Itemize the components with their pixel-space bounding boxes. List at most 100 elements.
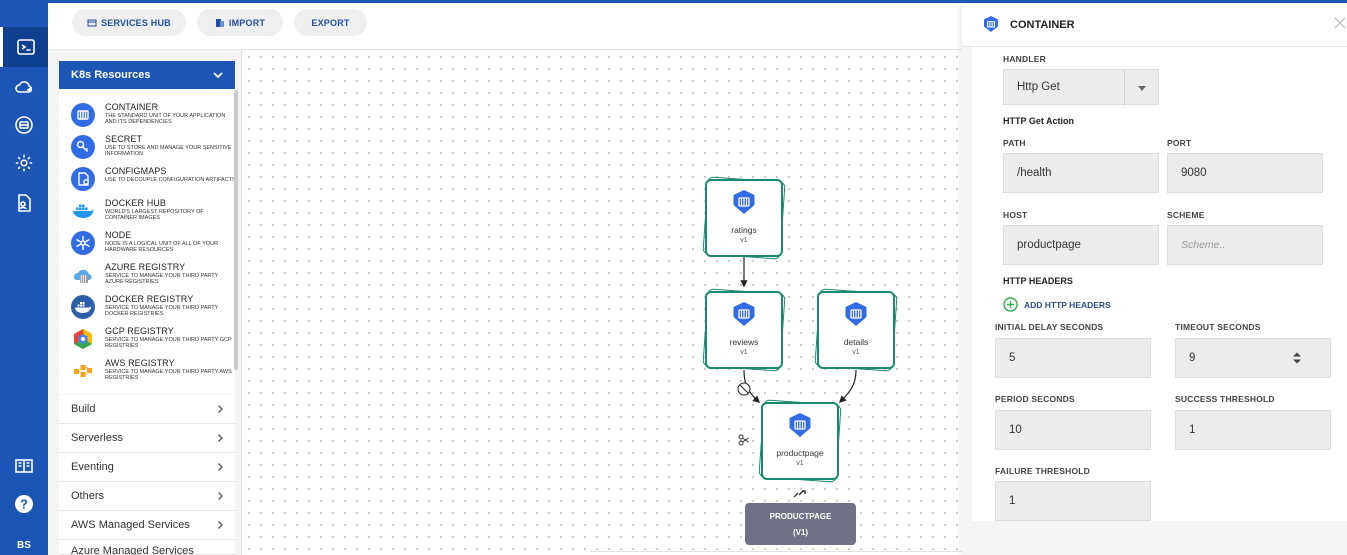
resource-item-docker-registry[interactable]: DOCKER REGISTRY SERVICE TO MANAGE YOUR T… (71, 291, 235, 323)
resource-item-configmaps[interactable]: CONFIGMAPS USE TO DECOUPLE CONFIGURATION… (71, 163, 236, 195)
number-stepper-icon[interactable] (1292, 351, 1302, 365)
category-build[interactable]: Build (59, 395, 235, 424)
export-label: EXPORT (311, 17, 350, 28)
handler-select[interactable]: Http Get (1003, 69, 1159, 106)
aws-registry-icon (71, 359, 95, 383)
node-version: v1 (852, 349, 860, 356)
scheme-label: SCHEME (1167, 210, 1205, 220)
svg-text:?: ? (20, 497, 28, 512)
top-accent-bar (0, 0, 1347, 3)
palette-scrollbar[interactable] (234, 90, 238, 370)
handler-value: Http Get (1017, 81, 1060, 93)
add-http-headers-label: ADD HTTP HEADERS (1024, 299, 1111, 310)
add-http-headers-button[interactable]: ADD HTTP HEADERS (1003, 297, 1111, 312)
resource-title: SECRET (105, 134, 143, 144)
plus-circle-icon (1003, 297, 1018, 312)
resource-item-aws-registry[interactable]: AWS REGISTRY SERVICE TO MANAGE YOUR THIR… (71, 355, 235, 387)
k8s-resource-list: CONTAINER THE STANDARD UNIT OF YOUR APPL… (59, 89, 236, 394)
close-icon[interactable] (1334, 17, 1346, 29)
host-label: HOST (1003, 210, 1028, 220)
top-toolbar: SERVICES HUB IMPORT EXPORT (48, 3, 962, 50)
timeout-input[interactable]: 9 (1175, 338, 1331, 378)
resource-title: NODE (105, 230, 132, 240)
resource-desc: SERVICE TO MANAGE YOUR THIRD PARTY AWS R… (105, 369, 232, 381)
configmap-icon (71, 167, 95, 191)
docker-icon (71, 199, 95, 223)
handler-label: HANDLER (1003, 54, 1046, 64)
category-eventing[interactable]: Eventing (59, 453, 235, 482)
category-label: Others (71, 490, 105, 502)
container-icon (733, 190, 755, 214)
category-aws-managed-services[interactable]: AWS Managed Services (59, 511, 235, 540)
services-hub-button[interactable]: SERVICES HUB (72, 9, 186, 36)
gcp-icon (71, 327, 95, 351)
help-icon[interactable]: ? (0, 484, 48, 524)
node-name: details (843, 337, 869, 347)
container-icon (984, 16, 998, 32)
panel-title: CONTAINER (1010, 19, 1075, 31)
canvas-bottom-bar (590, 551, 962, 555)
resource-desc: THE STANDARD UNIT OF YOUR APPLICATION AN… (105, 113, 226, 125)
node-productpage[interactable]: productpage v1 (758, 399, 842, 483)
import-icon (215, 18, 224, 27)
node-name: reviews (729, 337, 759, 347)
resource-item-secret[interactable]: SECRET USE TO STORE AND MANAGE YOUR SENS… (71, 131, 235, 163)
period-input[interactable]: 10 (995, 410, 1151, 450)
resource-title: GCP REGISTRY (105, 326, 174, 336)
resource-desc: SERVICE TO MANAGE YOUR THIRD PARTY DOCKE… (105, 305, 219, 317)
timeout-label: TIMEOUT SECONDS (1175, 322, 1261, 332)
resource-item-gcp-registry[interactable]: GCP REGISTRY SERVICE TO MANAGE YOUR THIR… (71, 323, 235, 355)
scheme-input[interactable]: Scheme.. (1167, 225, 1323, 265)
category-others[interactable]: Others (59, 482, 235, 511)
node-details[interactable]: details v1 (814, 288, 898, 372)
node-reviews[interactable]: reviews v1 (702, 288, 786, 372)
category-label: AWS Managed Services (71, 519, 190, 531)
resource-title: CONFIGMAPS (105, 166, 167, 176)
export-button[interactable]: EXPORT (294, 9, 367, 36)
node-ratings[interactable]: ratings v1 (702, 176, 786, 260)
service-name: PRODUCTPAGE (769, 512, 832, 521)
resource-item-azure-registry[interactable]: AZURE REGISTRY SERVICE TO MANAGE YOUR TH… (71, 259, 235, 291)
port-label: PORT (1167, 138, 1192, 148)
container-icon (789, 413, 811, 437)
initial-delay-input[interactable]: 5 (995, 338, 1151, 378)
k8s-resources-header[interactable]: K8s Resources (59, 61, 235, 89)
handler-dropdown-toggle[interactable] (1124, 70, 1158, 106)
chevron-right-icon (218, 434, 223, 442)
terminal-icon[interactable] (0, 27, 48, 67)
document-user-icon[interactable] (0, 183, 48, 223)
node-version: v1 (796, 460, 804, 467)
caret-down-icon (1137, 85, 1146, 91)
cloud-icon[interactable] (0, 67, 48, 107)
book-icon[interactable] (0, 446, 48, 486)
failure-threshold-input[interactable]: 1 (995, 481, 1151, 521)
category-label: Build (71, 403, 96, 415)
success-threshold-input[interactable]: 1 (1175, 410, 1331, 450)
import-button[interactable]: IMPORT (197, 9, 283, 36)
host-input[interactable]: productpage (1003, 225, 1159, 265)
category-azure-managed-services[interactable]: Azure Managed Services (59, 540, 235, 555)
category-label: Serverless (71, 432, 123, 444)
node-version: v1 (740, 237, 748, 244)
timeout-value: 9 (1189, 352, 1196, 364)
port-input[interactable]: 9080 (1167, 153, 1323, 193)
node-icon (71, 231, 95, 255)
resource-item-docker-hub[interactable]: DOCKER HUB WORLD'S LARGEST REPOSITORY OF… (71, 195, 235, 227)
resource-desc: SERVICE TO MANAGE YOUR THIRD PARTY AZURE… (105, 273, 219, 285)
path-input[interactable]: /health (1003, 153, 1159, 193)
resource-item-container[interactable]: CONTAINER THE STANDARD UNIT OF YOUR APPL… (71, 99, 235, 131)
resource-desc: USE TO DECOUPLE CONFIGURATION ARTIFACTS (105, 177, 236, 183)
service-productpage[interactable]: PRODUCTPAGE (V1) (745, 503, 856, 545)
resource-item-node[interactable]: NODE NODE IS A LOGICAL UNIT OF ALL OF YO… (71, 227, 235, 259)
category-serverless[interactable]: Serverless (59, 424, 235, 453)
services-hub-label: SERVICES HUB (101, 17, 171, 28)
registry-icon[interactable] (0, 105, 48, 145)
failure-threshold-label: FAILURE THRESHOLD (995, 466, 1091, 476)
user-avatar[interactable]: BS (17, 539, 31, 551)
import-label: IMPORT (228, 17, 266, 28)
settings-icon[interactable] (0, 143, 48, 183)
chevron-down-icon (213, 72, 223, 79)
resource-desc: NODE IS A LOGICAL UNIT OF ALL OF YOUR HA… (105, 241, 219, 253)
resource-desc: WORLD'S LARGEST REPOSITORY OF CONTAINER … (105, 209, 204, 221)
node-name: productpage (776, 448, 824, 458)
